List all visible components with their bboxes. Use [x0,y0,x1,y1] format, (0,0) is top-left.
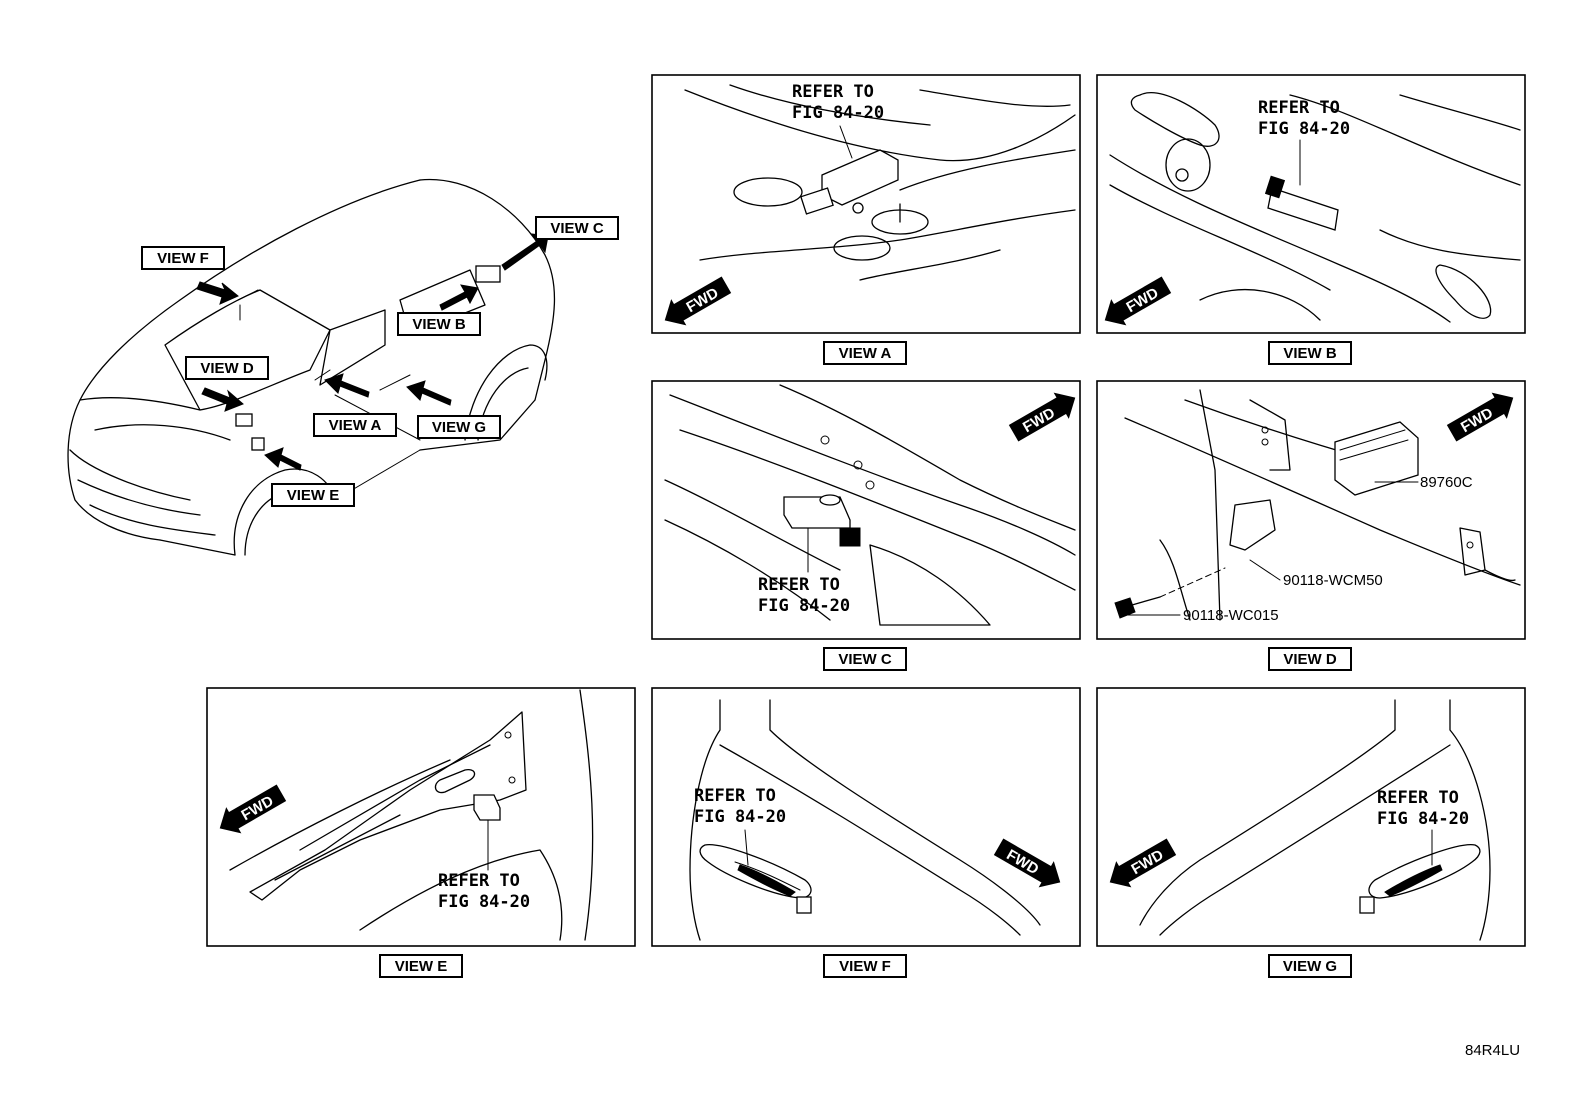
svg-text:FIG 84-20: FIG 84-20 [1258,119,1350,139]
svg-text:FIG 84-20: FIG 84-20 [438,892,530,912]
overview-label-view-c: VIEW C [535,216,619,240]
panel-view-g: REFER TO FIG 84-20 FWD [1096,687,1526,947]
svg-text:VIEW F: VIEW F [839,958,891,975]
panel-view-b: REFER TO FIG 84-20 FWD [1096,74,1526,334]
diagram-code: 84R4LU [1465,1042,1520,1059]
svg-text:FIG 84-20: FIG 84-20 [792,103,884,123]
label-view-a: VIEW A [823,341,907,365]
overview-label-view-d: VIEW D [185,356,269,380]
svg-text:VIEW D: VIEW D [1283,651,1337,668]
svg-text:89760C: 89760C [1420,474,1473,491]
label-view-e: VIEW E [379,954,463,978]
overview-label-view-e: VIEW E [271,483,355,507]
svg-text:REFER TO: REFER TO [438,871,520,891]
svg-text:VIEW C: VIEW C [838,651,892,668]
svg-text:REFER TO: REFER TO [694,786,776,806]
overview-label-view-a: VIEW A [313,413,397,437]
svg-text:VIEW A: VIEW A [839,345,892,362]
overview-label-view-f: VIEW F [141,246,225,270]
svg-text:VIEW B: VIEW B [412,316,466,333]
svg-text:VIEW D: VIEW D [200,360,254,377]
svg-text:REFER TO: REFER TO [758,575,840,595]
label-view-g: VIEW G [1268,954,1352,978]
svg-text:VIEW C: VIEW C [550,220,604,237]
svg-text:VIEW F: VIEW F [157,250,209,267]
svg-text:FIG 84-20: FIG 84-20 [758,596,850,616]
label-view-b: VIEW B [1268,341,1352,365]
svg-text:REFER TO: REFER TO [792,82,874,102]
svg-text:90118-WC015: 90118-WC015 [1183,607,1279,624]
svg-text:VIEW E: VIEW E [287,487,340,504]
panel-view-f: REFER TO FIG 84-20 FWD [651,687,1081,947]
svg-text:FIG 84-20: FIG 84-20 [1377,809,1469,829]
label-view-c: VIEW C [823,647,907,671]
svg-text:REFER TO: REFER TO [1258,98,1340,118]
svg-text:REFER TO: REFER TO [1377,788,1459,808]
svg-text:VIEW A: VIEW A [329,417,382,434]
svg-text:90118-WCM50: 90118-WCM50 [1283,572,1383,589]
svg-text:VIEW G: VIEW G [1283,958,1337,975]
panel-view-d: 89760C 90118-WC015 90118-WCM50 FWD [1096,380,1526,640]
panel-view-c: REFER TO FIG 84-20 FWD [651,380,1081,640]
label-view-d: VIEW D [1268,647,1352,671]
panel-view-e: REFER TO FIG 84-20 FWD [206,687,636,947]
svg-text:VIEW E: VIEW E [395,958,448,975]
panel-view-a: REFER TO FIG 84-20 FWD [651,74,1081,334]
label-view-f: VIEW F [823,954,907,978]
svg-text:VIEW B: VIEW B [1283,345,1337,362]
svg-text:VIEW G: VIEW G [432,419,486,436]
svg-text:FIG 84-20: FIG 84-20 [694,807,786,827]
overview-label-view-b: VIEW B [397,312,481,336]
overview-label-view-g: VIEW G [417,415,501,439]
